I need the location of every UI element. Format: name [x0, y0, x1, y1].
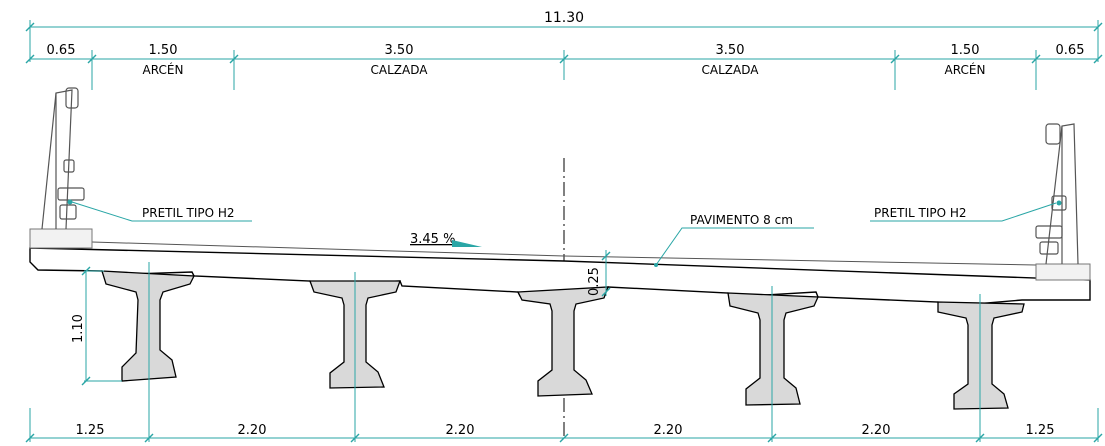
barrier-right-label: PRETIL TIPO H2 — [874, 206, 967, 220]
slab-thickness-label: 0.25 — [587, 267, 602, 296]
segment-label: ARCÉN — [945, 62, 986, 77]
segment-label: CALZADA — [371, 63, 429, 77]
girder — [727, 292, 819, 406]
girder — [937, 301, 1025, 410]
bottom-dimensions: 1.25 2.20 2.20 2.20 2.20 1.25 — [25, 262, 1103, 443]
segment-value: 0.65 — [47, 43, 76, 58]
segment-label: ARCÉN — [143, 62, 184, 77]
beam-depth-dimension: 1.10 — [71, 266, 122, 386]
pavement-label: PAVIMENTO 8 cm — [690, 213, 793, 227]
segment-value: 3.50 — [716, 43, 745, 58]
barrier-left-label: PRETIL TIPO H2 — [142, 206, 235, 220]
overall-width-dimension: 11.30 — [25, 10, 1103, 62]
slope-annotation: 3.45 % — [410, 232, 482, 247]
slope-arrow-icon — [452, 240, 482, 247]
segment-ticks — [25, 50, 1103, 90]
girder — [101, 270, 196, 382]
segment-value: 1.50 — [149, 43, 178, 58]
barrier-right-callout: PRETIL TIPO H2 — [870, 202, 1057, 222]
beam-depth-label: 1.10 — [71, 314, 86, 343]
girder — [516, 286, 609, 397]
right-curb — [1035, 263, 1091, 281]
left-barrier — [29, 87, 93, 249]
segment-value: 1.50 — [951, 43, 980, 58]
segment-value: 3.50 — [385, 43, 414, 58]
segment-dimensions: 0.65 1.50 ARCÉN 3.50 CALZADA 3.50 CALZAD… — [25, 43, 1103, 90]
slab-thickness-dimension: 0.25 — [587, 250, 611, 297]
bottom-dimension-value: 2.20 — [446, 423, 475, 438]
left-curb — [29, 228, 93, 249]
bottom-dimension-value: 1.25 — [1026, 423, 1055, 438]
bottom-dimension-value: 2.20 — [862, 423, 891, 438]
segment-value: 0.65 — [1056, 43, 1085, 58]
overall-width-label: 11.30 — [544, 10, 584, 26]
pavement-callout: PAVIMENTO 8 cm — [654, 213, 814, 267]
bottom-dimension-value: 2.20 — [654, 423, 683, 438]
right-barrier — [1035, 123, 1091, 281]
segment-label: CALZADA — [702, 63, 760, 77]
bottom-dimension-value: 1.25 — [76, 423, 105, 438]
bottom-dimension-value: 2.20 — [238, 423, 267, 438]
pavement-surface — [91, 241, 1037, 266]
slope-label: 3.45 % — [410, 232, 455, 247]
barrier-left-callout: PRETIL TIPO H2 — [71, 201, 252, 222]
